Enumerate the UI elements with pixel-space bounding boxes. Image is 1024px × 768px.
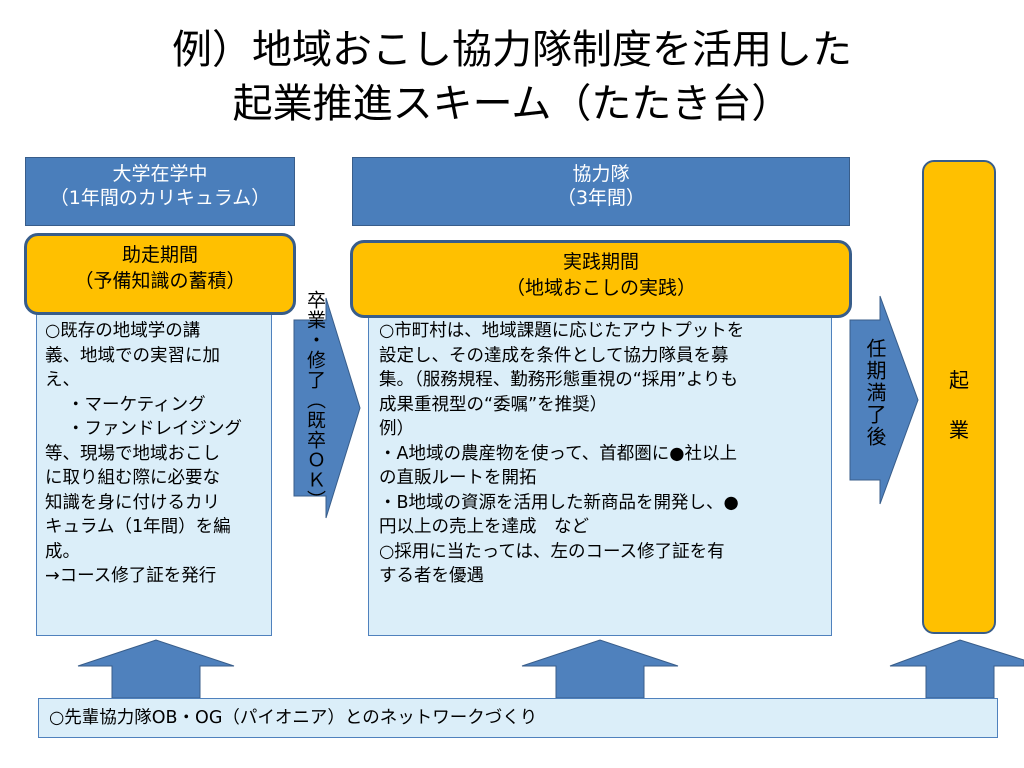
left-phase-pill: 助走期間 （予備知識の蓄積） (24, 233, 296, 315)
middle-body-line: する者を優遇 (379, 566, 484, 586)
arrow-up-middle (521, 639, 679, 699)
middle-body-line: 例） (379, 419, 414, 439)
arrow-right-1 (293, 297, 361, 519)
left-phase-line1: 助走期間 (121, 244, 198, 266)
middle-body-line: ○採用に当たっては、左のコース修了証を有 (379, 541, 725, 562)
page-title-line2: 起業推進スキーム（たたき台） (232, 81, 792, 127)
arrow-up-right (889, 639, 1024, 699)
kigyo-box: 起 業 (922, 160, 996, 634)
left-body-line: に取り組む際に必要な (45, 468, 220, 488)
page-title-line1: 例）地域おこし協力隊制度を活用した (172, 27, 852, 73)
middle-body-line: の直販ルートを開拓 (379, 468, 537, 488)
left-body-line: 等、現場で地域おこし (45, 443, 220, 464)
middle-header: 協力隊 （3年間） (352, 157, 850, 226)
left-body-line: ○既存の地域学の講 (45, 321, 201, 341)
left-body-line: 知識を身に付けるカリ (45, 492, 220, 513)
middle-body-line: ・B地域の資源を活用した新商品を開発し、● (379, 492, 739, 513)
left-header-line2: （1年間のカリキュラム） (49, 187, 271, 209)
middle-phase-line2: （地域おこしの実践） (505, 277, 696, 299)
arrow-up-left (77, 639, 235, 699)
arrow2-label: 任期満了後 (863, 338, 887, 448)
middle-body-line: 成果重視型の“委嘱”を推奨） (379, 394, 608, 415)
middle-body-line: 集。（服務規程、勤務形態重視の“採用”よりも (379, 370, 739, 390)
kigyo-char2: 業 (949, 418, 969, 442)
left-body-line: え、 (45, 370, 80, 390)
left-body-line: →コース修了証を発行 (45, 566, 217, 586)
left-phase-line2: （予備知識の蓄積） (74, 270, 246, 292)
middle-phase-pill: 実践期間 （地域おこしの実践） (350, 240, 852, 318)
left-body-line: キュラム（1年間）を編 (45, 517, 231, 537)
left-body-line: 成。 (45, 541, 80, 562)
left-body-line: 義、地域での実習に加 (45, 345, 220, 366)
middle-header-line1: 協力隊 (572, 163, 630, 185)
left-header: 大学在学中 （1年間のカリキュラム） (25, 157, 295, 226)
arrow-right-2 (849, 295, 919, 505)
middle-body-line: ・A地域の農産物を使って、首都圏に●社以上 (379, 443, 737, 464)
left-body-line: ・マーケティング (67, 394, 206, 415)
middle-header-line2: （3年間） (556, 187, 646, 209)
arrow1-label: 卒業・修了（既卒ＯＫ） (304, 290, 326, 510)
left-body: ○既存の地域学の講 義、地域での実習に加 え、 ・マーケティング ・ファンドレイ… (36, 296, 272, 636)
kigyo-char1: 起 (949, 368, 969, 392)
left-body-line: ・ファンドレイジング (67, 419, 242, 439)
middle-body-line: 設定し、その達成を条件として協力隊員を募 (379, 345, 729, 366)
middle-body: ○市町村は、地域課題に応じたアウトプットを 設定し、その達成を条件として協力隊員… (368, 296, 832, 636)
network-bar: ○先輩協力隊OB・OG（パイオニア）とのネットワークづくり (38, 698, 998, 738)
left-header-line1: 大学在学中 (112, 163, 208, 185)
middle-body-line: 円以上の売上を達成 など (379, 517, 589, 537)
middle-phase-line1: 実践期間 (562, 251, 639, 273)
middle-body-line: ○市町村は、地域課題に応じたアウトプットを (379, 321, 745, 341)
